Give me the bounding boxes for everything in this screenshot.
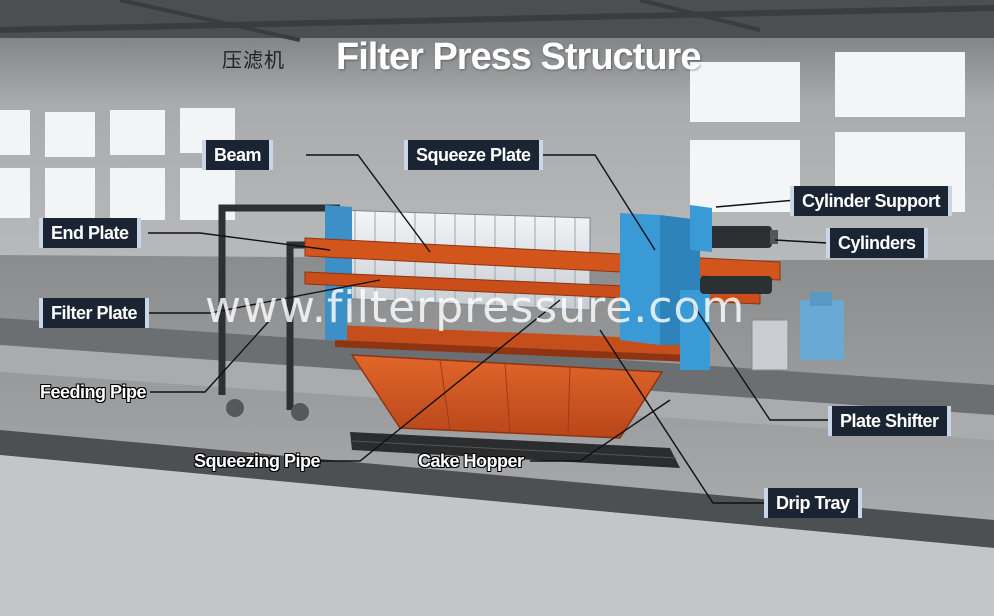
hydraulic-cabinet xyxy=(751,319,789,371)
label-cylinder-support: Cylinder Support xyxy=(790,186,953,216)
label-plate-shifter: Plate Shifter xyxy=(828,406,951,436)
watermark-url: www.filterpressure.com xyxy=(205,282,746,333)
label-filter-plate: Filter Plate xyxy=(39,298,150,328)
page-title: Filter Press Structure xyxy=(336,36,701,78)
hydraulic-pump xyxy=(800,300,844,360)
leader-lines xyxy=(148,154,835,504)
squeeze-plate-shape xyxy=(620,213,660,345)
cylinders-shape xyxy=(700,226,778,294)
chinese-title: 压滤机 xyxy=(222,48,285,72)
windows-left xyxy=(0,108,235,220)
label-squeezing-pipe: Squeezing Pipe xyxy=(194,451,321,471)
label-cake-hopper: Cake Hopper xyxy=(418,451,524,471)
label-feeding-pipe: Feeding Pipe xyxy=(40,382,147,402)
label-squeeze-plate: Squeeze Plate xyxy=(404,140,543,170)
drip-tray-shape xyxy=(335,325,690,355)
label-cylinders: Cylinders xyxy=(826,228,928,258)
label-end-plate: End Plate xyxy=(39,218,141,248)
label-beam: Beam xyxy=(202,140,274,170)
label-drip-tray: Drip Tray xyxy=(764,488,862,518)
